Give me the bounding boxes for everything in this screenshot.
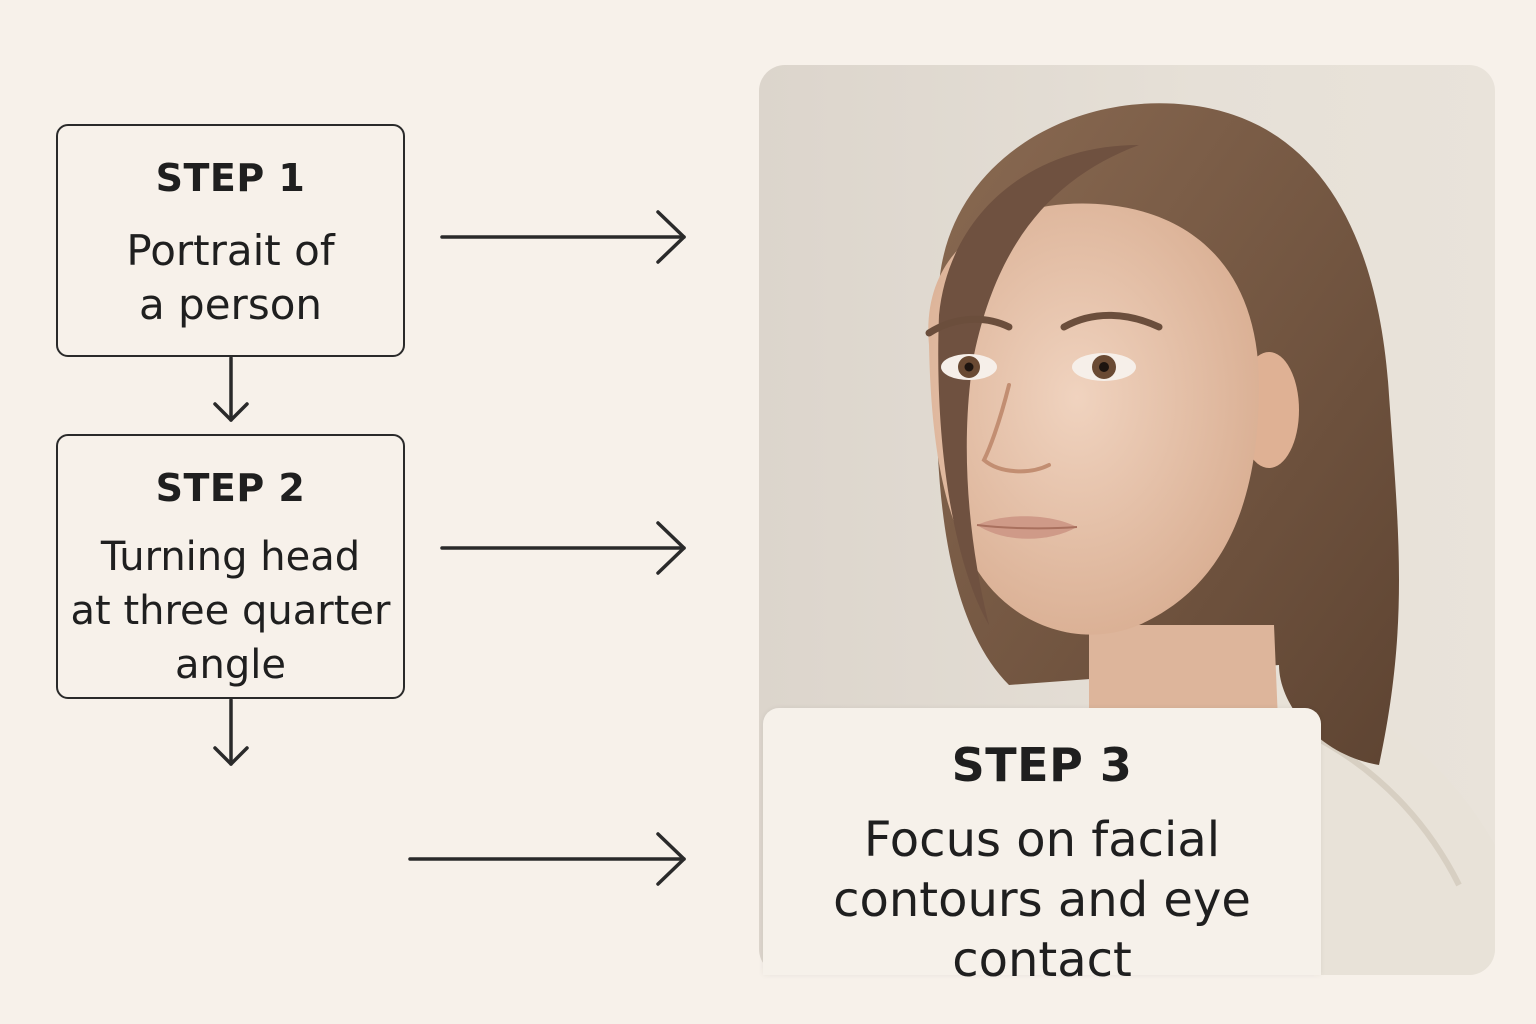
step3-line: contact: [952, 932, 1132, 988]
step1-line: Portrait of: [126, 226, 335, 275]
step3-line: Focus on facial: [863, 812, 1221, 868]
arrow-step2-to-image: [440, 521, 686, 575]
step2-title: STEP 2: [155, 466, 306, 510]
step2-line: Turning head: [100, 534, 361, 580]
step2-line: at three quarter: [70, 588, 391, 634]
step3-title: STEP 3: [951, 738, 1133, 792]
step3-card: STEP 3 Focus on facial contours and eye …: [763, 708, 1321, 988]
arrow-step1-to-step2: [213, 356, 249, 422]
arrow-to-step3: [408, 832, 686, 886]
arrow-step1-to-image: [440, 210, 686, 264]
step2-description: Turning head at three quarter angle: [44, 530, 417, 692]
step1-box: STEP 1 Portrait of a person: [56, 124, 405, 357]
step3-line: contours and eye: [833, 872, 1251, 928]
arrow-step2-down: [213, 698, 249, 766]
step1-line: a person: [138, 280, 323, 329]
step2-box: STEP 2 Turning head at three quarter ang…: [56, 434, 405, 699]
step1-description: Portrait of a person: [44, 224, 417, 332]
step3-description: Focus on facial contours and eye contact: [763, 810, 1321, 990]
step2-line: angle: [175, 642, 286, 688]
step1-title: STEP 1: [155, 156, 306, 200]
